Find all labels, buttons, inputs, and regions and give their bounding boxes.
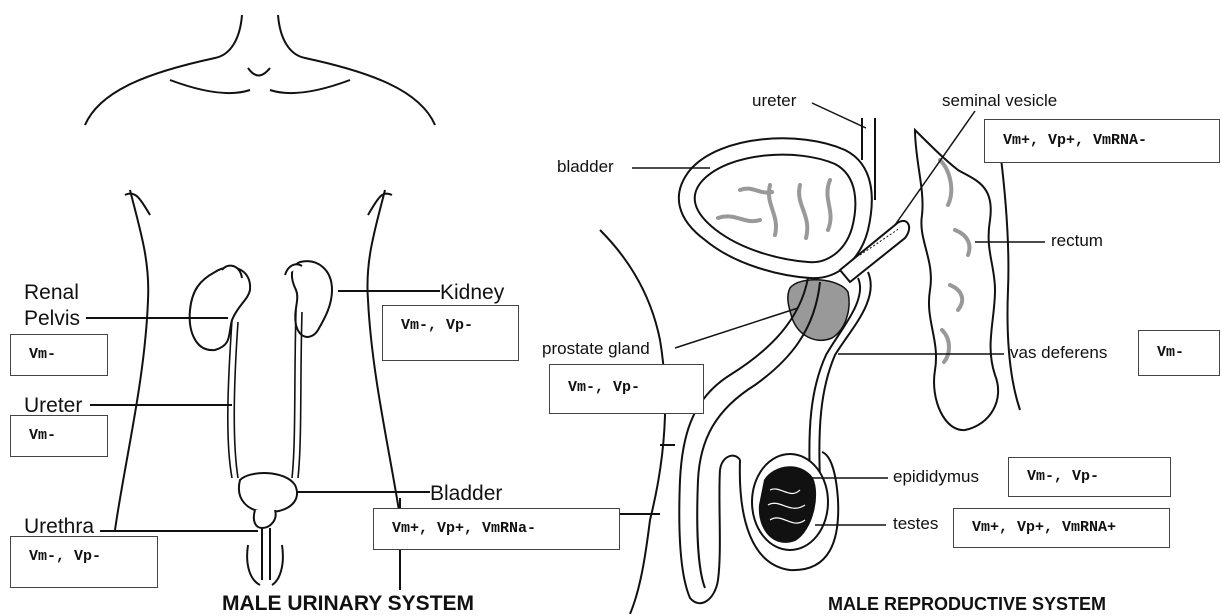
body-cross-section xyxy=(600,230,675,614)
testes-result-box: Vm+, Vp+, VmRNA+ xyxy=(953,508,1170,548)
vas-deferens-label: vas deferens xyxy=(1010,344,1107,363)
left-kidney xyxy=(190,267,250,350)
prostate-gland-result-box: Vm-, Vp- xyxy=(549,364,704,414)
bladder-label: Bladder xyxy=(430,482,502,505)
seminal-vesicle-result-box: Vm+, Vp+, VmRNA- xyxy=(984,119,1220,163)
renal-pelvis-label-line1: Renal xyxy=(24,281,79,304)
urethra-label: Urethra xyxy=(24,515,94,538)
bladder-label-repro: bladder xyxy=(557,158,614,177)
kidneys xyxy=(190,261,332,350)
right-kidney xyxy=(292,261,332,337)
renal-pelvis-label-line2: Pelvis xyxy=(24,307,80,330)
urethra-result-box: Vm-, Vp- xyxy=(10,536,158,588)
back-outline xyxy=(1000,150,1020,410)
ureter-label-repro: ureter xyxy=(752,92,796,111)
seminal-vesicle-label: seminal vesicle xyxy=(942,92,1057,111)
rectum-shape xyxy=(915,130,998,430)
renal-pelvis-result-box: Vm- xyxy=(10,334,108,376)
epididymus-result-box: Vm-, Vp- xyxy=(1008,457,1171,497)
urinary-title: MALE URINARY SYSTEM xyxy=(222,592,474,616)
kidney-label: Kidney xyxy=(440,281,504,304)
reproductive-title: MALE REPRODUCTIVE SYSTEM xyxy=(828,594,1106,615)
ureter-result-box: Vm- xyxy=(10,415,108,457)
testes-label: testes xyxy=(893,515,938,534)
prostate-gland-label: prostate gland xyxy=(542,340,650,359)
vas-deferens-result-box: Vm- xyxy=(1138,330,1220,376)
ureter-label: Ureter xyxy=(24,394,82,417)
rectum-label: rectum xyxy=(1051,232,1103,251)
ureters xyxy=(228,310,302,478)
epididymus-label: epididymus xyxy=(893,468,979,487)
bladder-result-box: Vm+, Vp+, VmRNa- xyxy=(373,508,620,550)
bladder-organ xyxy=(239,473,297,585)
torso-outline xyxy=(85,15,435,530)
reproductive-bladder xyxy=(679,138,872,278)
kidney-result-box: Vm-, Vp- xyxy=(382,305,519,361)
scrotum xyxy=(740,452,838,570)
